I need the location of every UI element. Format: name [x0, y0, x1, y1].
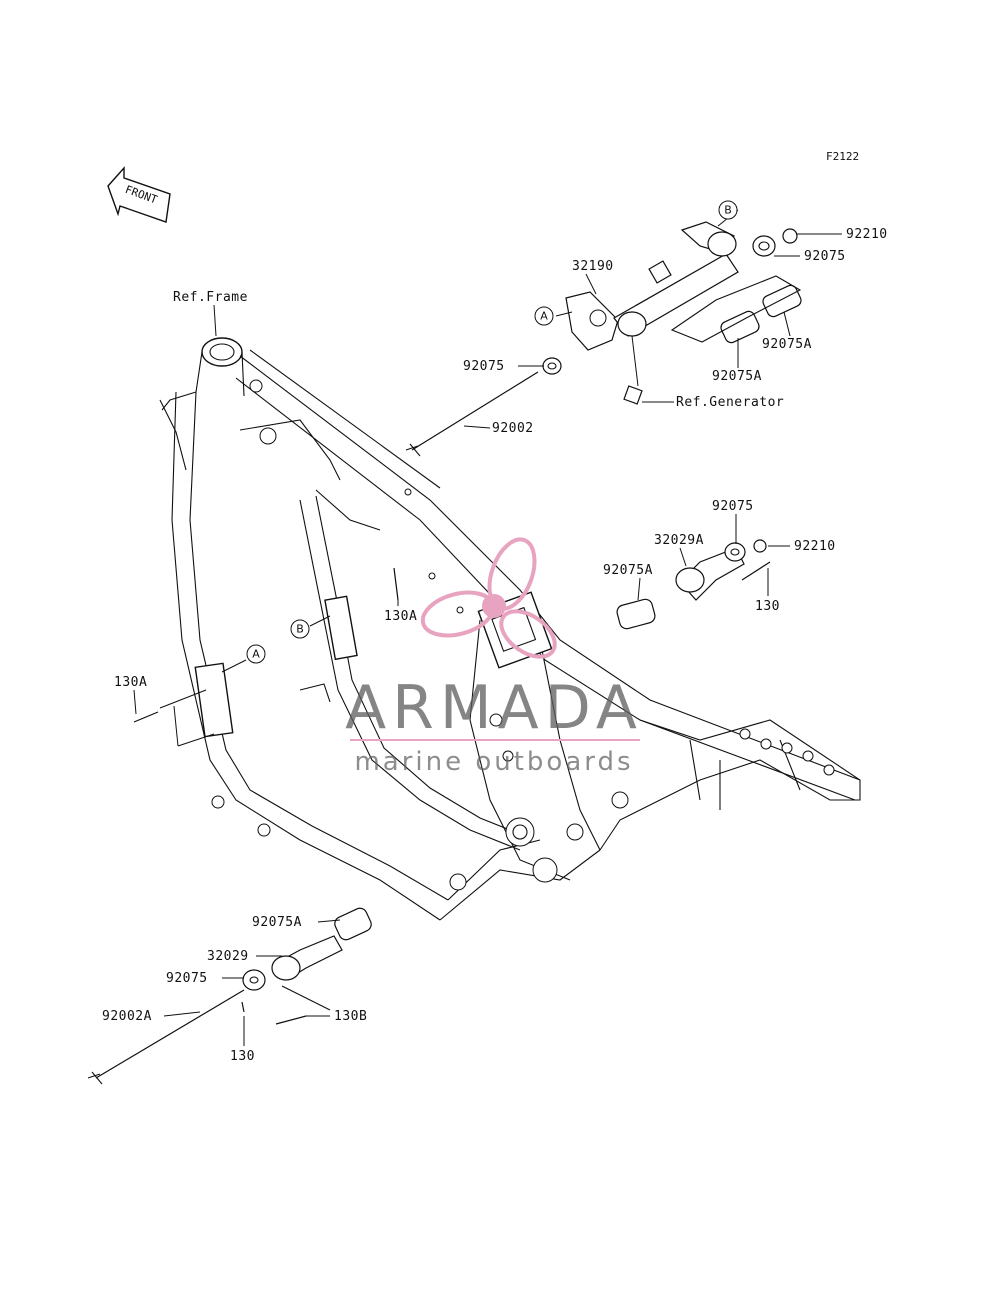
callout-b-frame: B: [290, 619, 310, 639]
middle-engine-mount-assembly: [616, 539, 771, 630]
part-label-92075A-mid: 92075A: [603, 563, 653, 578]
part-label-130-low: 130: [230, 1049, 255, 1064]
part-label-92075-upper-left: 92075: [463, 359, 505, 374]
part-label-32029: 32029: [207, 949, 249, 964]
part-label-32190: 32190: [572, 259, 614, 274]
svg-text:A: A: [252, 648, 260, 661]
part-label-32029A: 32029A: [654, 533, 704, 548]
part-label-92210-mid: 92210: [794, 539, 836, 554]
propeller-logo-icon: [420, 537, 557, 659]
lower-engine-mount-assembly: [87, 907, 372, 1085]
part-label-130A-frame-left: 130A: [114, 675, 147, 690]
callout-b-top: B: [718, 200, 738, 220]
ref-generator-label: Ref.Generator: [676, 395, 784, 410]
part-label-92210-top: 92210: [846, 227, 888, 242]
bolt-130A-left: [133, 711, 159, 723]
svg-text:B: B: [296, 623, 304, 636]
callout-a-frame: A: [246, 644, 266, 664]
part-label-92075A-low: 92075A: [252, 915, 302, 930]
part-label-130B: 130B: [334, 1009, 367, 1024]
part-label-92075-mid: 92075: [712, 499, 754, 514]
svg-text:B: B: [724, 204, 732, 217]
leader-lines: [133, 209, 842, 1046]
figure-code: F2122: [826, 150, 859, 163]
part-label-130-mid: 130: [755, 599, 780, 614]
ref-frame-label: Ref.Frame: [173, 290, 248, 305]
motorcycle-frame: [159, 337, 861, 921]
callout-a-top: A: [534, 306, 554, 326]
part-label-92075A-top-right: 92075A: [762, 337, 812, 352]
bolt-130A-right: [393, 567, 399, 601]
armada-watermark: ARMADA marine outboards: [345, 537, 643, 777]
part-label-92002A: 92002A: [102, 1009, 152, 1024]
upper-engine-mount-assembly: [405, 221, 802, 457]
part-label-92002: 92002: [492, 421, 534, 436]
watermark-brand: ARMADA: [345, 673, 643, 743]
part-label-130A-frame-right: 130A: [384, 609, 417, 624]
svg-text:A: A: [540, 310, 548, 323]
part-label-92075-top: 92075: [804, 249, 846, 264]
front-arrow-icon: FRONT: [107, 166, 171, 223]
part-label-92075-low: 92075: [166, 971, 208, 986]
part-label-92075A-top-mid: 92075A: [712, 369, 762, 384]
watermark-tagline: marine outboards: [354, 747, 633, 777]
